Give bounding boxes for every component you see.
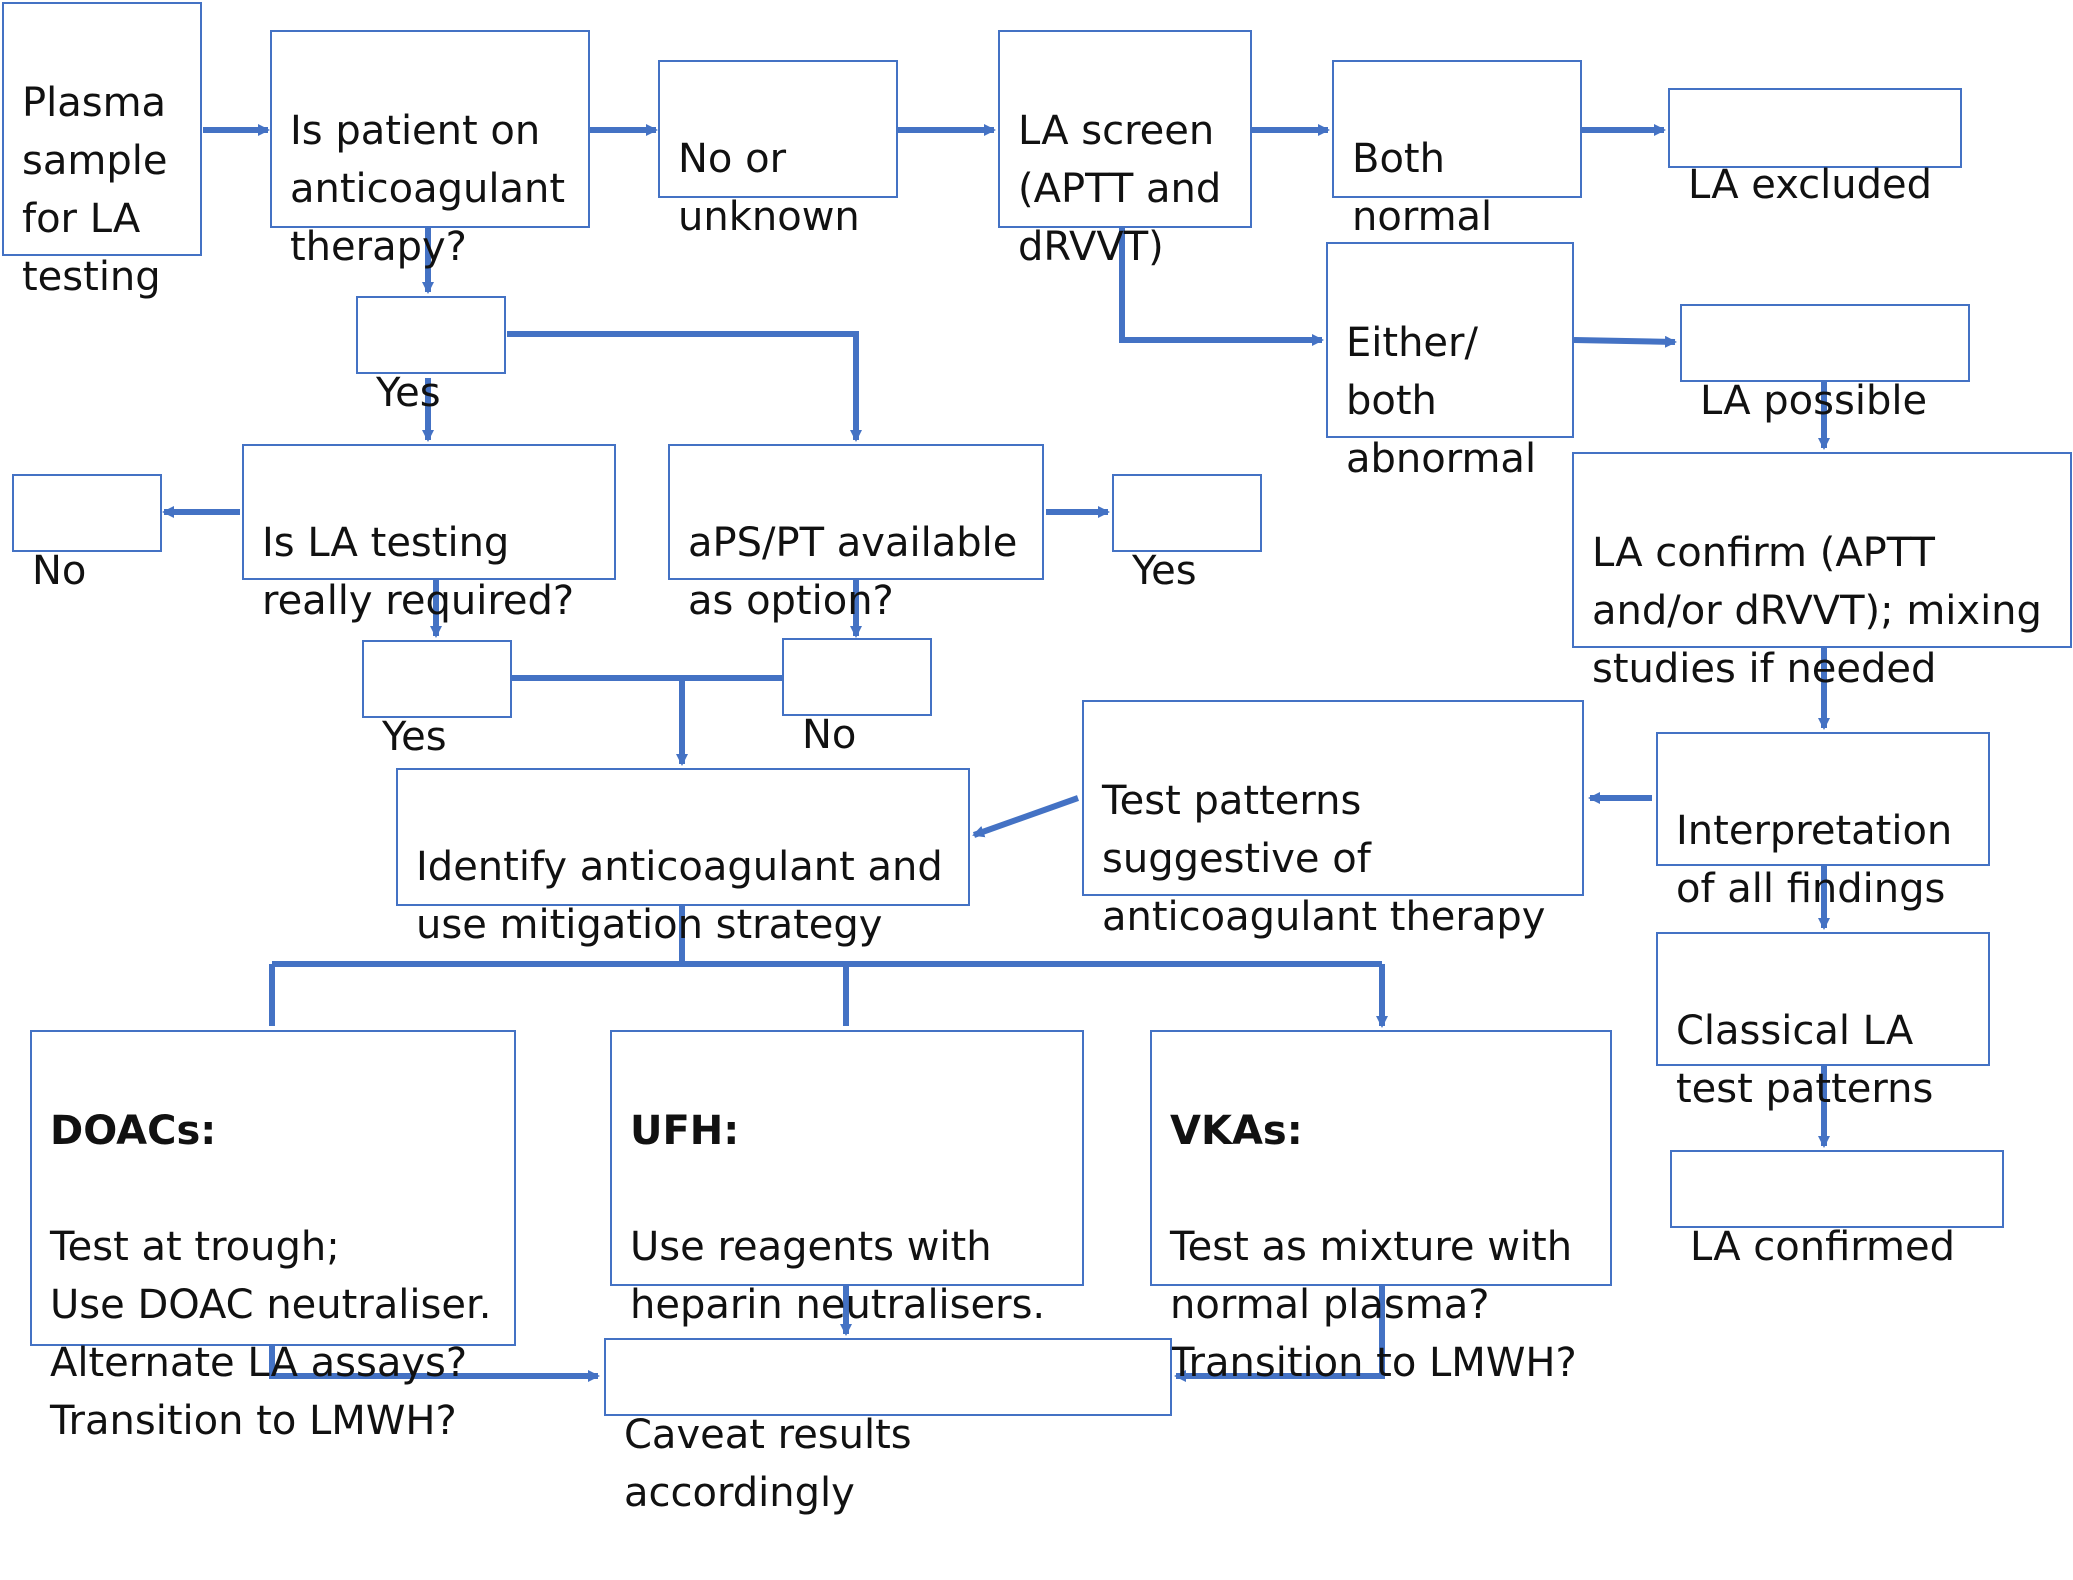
interpretation-text: Interpretation of all findings	[1676, 808, 1953, 912]
test-patterns-box: Test patterns suggestive of anticoagulan…	[1082, 700, 1584, 940]
yes-mid-box: Yes	[362, 640, 512, 760]
arrow-doacs-to-caveat	[269, 1346, 600, 1382]
arrow-identify-to-branches	[269, 906, 1382, 1026]
arrow-yes-no-to-identify	[512, 675, 782, 764]
plasma-sample-text: Plasma sample for LA testing	[22, 80, 168, 300]
la-confirmed-box: LA confirmed	[1670, 1150, 2004, 1270]
doacs-title: DOACs:	[50, 1108, 217, 1154]
either-abnormal-text: Either/ both abnormal	[1346, 320, 1537, 482]
connector-layer	[162, 124, 1830, 1382]
no-mid-text: No	[802, 712, 857, 758]
flowchart: Plasma sample for LA testing Is patient …	[2, 2, 2072, 1516]
no-left-text: No	[32, 548, 87, 594]
vkas-text: Test as mixture with normal plasma? Tran…	[1170, 1224, 1577, 1386]
yes-top-box: Yes	[356, 296, 506, 416]
yes-mid-text: Yes	[382, 714, 447, 760]
la-screen-box: LA screen (APTT and dRVVT)	[998, 30, 1252, 270]
yes-right-text: Yes	[1132, 548, 1197, 594]
both-normal-text: Both normal	[1352, 136, 1493, 240]
la-required-question-box: Is LA testing really required?	[242, 444, 616, 624]
la-possible-box: LA possible	[1680, 304, 1970, 424]
identify-anticoagulant-text: Identify anticoagulant and use mitigatio…	[416, 844, 943, 948]
caveat-results-text: Caveat results accordingly	[624, 1412, 912, 1516]
test-patterns-text: Test patterns suggestive of anticoagulan…	[1102, 778, 1546, 940]
yes-right-box: Yes	[1112, 474, 1262, 594]
doacs-text: Test at trough; Use DOAC neutraliser. Al…	[50, 1224, 492, 1444]
no-mid-box: No	[782, 638, 932, 758]
la-excluded-box: LA excluded	[1668, 88, 1962, 208]
aps-pt-question-text: aPS/PT available as option?	[688, 520, 1018, 624]
interpretation-box: Interpretation of all findings	[1656, 732, 1990, 912]
ufh-box: UFH: Use reagents with heparin neutralis…	[610, 1030, 1084, 1386]
la-excluded-text: LA excluded	[1688, 162, 1933, 208]
arrow-vkas-to-caveat	[1174, 1286, 1385, 1382]
no-left-box: No	[12, 474, 162, 594]
arrow-yes-to-aps-pt	[507, 331, 862, 442]
arrow-either-to-possible	[1573, 335, 1677, 348]
both-normal-box: Both normal	[1332, 60, 1582, 240]
la-possible-text: LA possible	[1700, 378, 1928, 424]
la-confirm-box: LA confirm (APTT and/or dRVVT); mixing s…	[1572, 452, 2072, 692]
aps-pt-question-box: aPS/PT available as option?	[668, 444, 1044, 624]
la-screen-text: LA screen (APTT and dRVVT)	[1018, 108, 1222, 270]
ufh-title: UFH:	[630, 1108, 740, 1154]
identify-anticoagulant-box: Identify anticoagulant and use mitigatio…	[396, 768, 970, 948]
anticoagulant-question-box: Is patient on anticoagulant therapy?	[270, 30, 590, 270]
classical-patterns-text: Classical LA test patterns	[1676, 1008, 1934, 1112]
arrow-test-patterns-to-identify	[972, 795, 1080, 838]
la-required-question-text: Is LA testing really required?	[262, 520, 575, 624]
caveat-results-box: Caveat results accordingly	[604, 1338, 1172, 1516]
la-confirmed-text: LA confirmed	[1690, 1224, 1955, 1270]
plasma-sample-box: Plasma sample for LA testing	[2, 2, 202, 300]
anticoagulant-question-text: Is patient on anticoagulant therapy?	[290, 108, 566, 270]
doacs-box: DOACs: Test at trough; Use DOAC neutrali…	[30, 1030, 516, 1444]
yes-top-text: Yes	[376, 370, 441, 416]
vkas-box: VKAs: Test as mixture with normal plasma…	[1150, 1030, 1612, 1386]
no-or-unknown-text: No or unknown	[678, 136, 860, 240]
no-or-unknown-box: No or unknown	[658, 60, 898, 240]
vkas-title: VKAs:	[1170, 1108, 1303, 1154]
either-abnormal-box: Either/ both abnormal	[1326, 242, 1574, 482]
la-confirm-text: LA confirm (APTT and/or dRVVT); mixing s…	[1592, 530, 2042, 692]
arrow-screen-to-either-abnormal	[1119, 228, 1324, 346]
classical-patterns-box: Classical LA test patterns	[1656, 932, 1990, 1112]
